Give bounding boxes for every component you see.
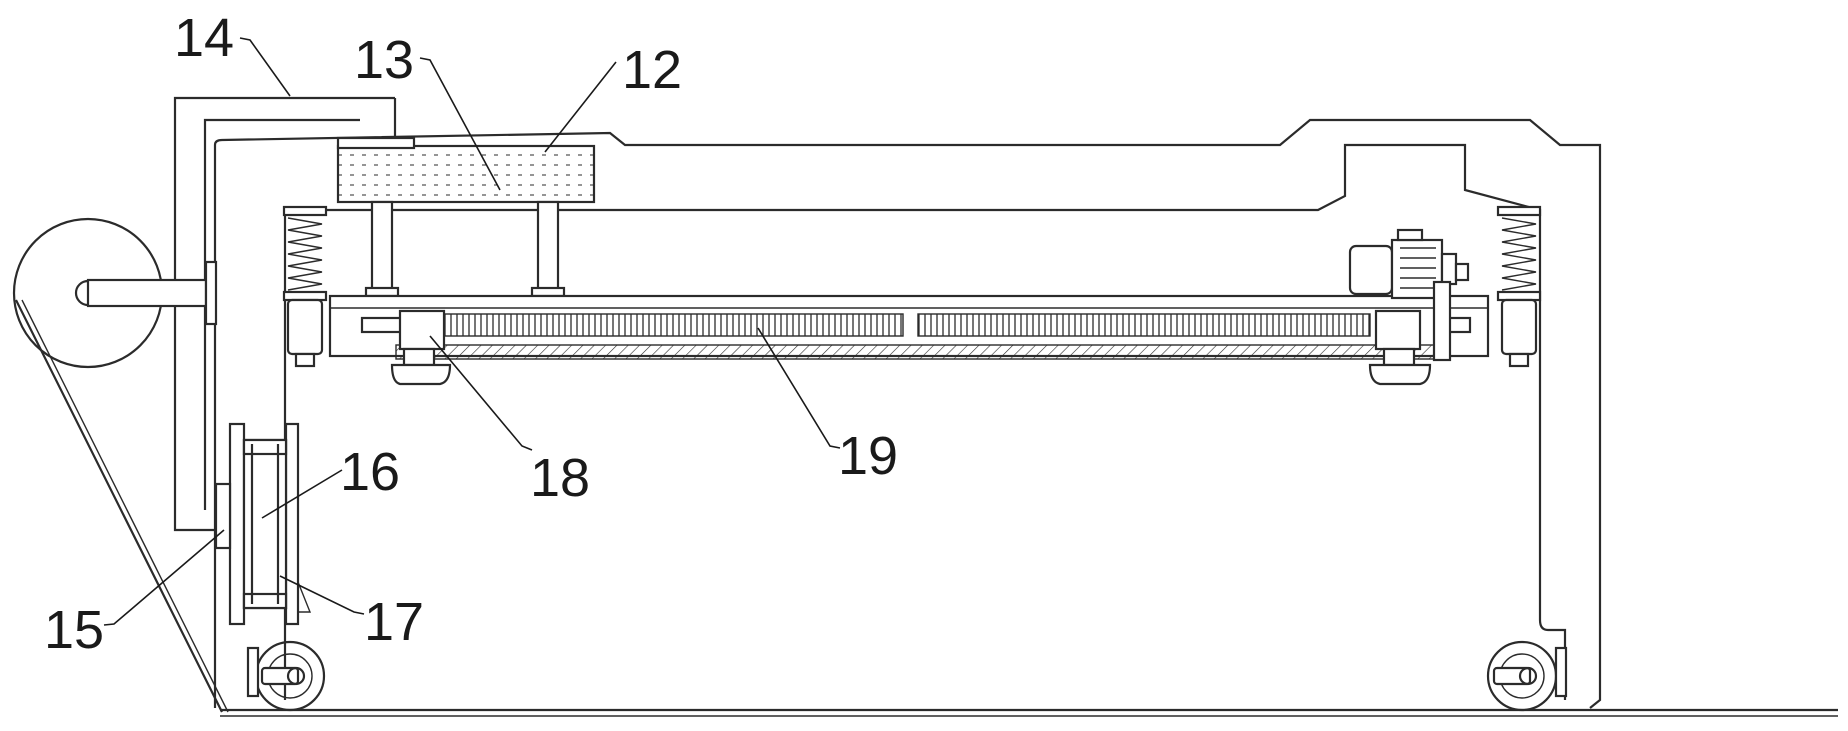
label-19: 19 [838,426,898,486]
slider-block-right [1374,309,1422,351]
support-rod-right [536,200,560,292]
blade-17 [297,581,312,613]
lead-screw-19 [439,313,904,337]
frame-14 [173,96,395,532]
cutter-wheel-16 [242,438,288,610]
leader-15 [103,529,225,626]
belt-line [15,299,223,713]
label-14: 14 [174,8,234,68]
label-16: 16 [340,442,400,502]
leader-13 [419,57,501,191]
spring-right [1496,205,1542,302]
spring-left [282,205,328,302]
leader-19 [757,327,841,449]
pulley-axle [86,278,208,308]
housing-inner [283,143,1567,700]
label-13: 13 [354,30,414,90]
support-rod-left [370,200,394,292]
housing-outer [213,118,1602,709]
leader-16 [261,469,343,519]
bracket-15 [214,482,232,550]
leader-12 [544,61,617,153]
cutter-assembly [214,422,312,626]
label-15: 15 [44,600,104,660]
label-12: 12 [622,40,682,100]
caster-right [1486,640,1568,712]
leader-18 [429,335,533,451]
block-12 [336,144,596,204]
label-18: 18 [530,448,590,508]
label-17: 17 [364,592,424,652]
leader-17 [279,575,365,615]
motor [1348,228,1470,362]
leader-14 [239,37,291,97]
caster-left [246,640,326,712]
slider-block-18 [398,309,446,351]
guide-bar [395,344,1439,360]
